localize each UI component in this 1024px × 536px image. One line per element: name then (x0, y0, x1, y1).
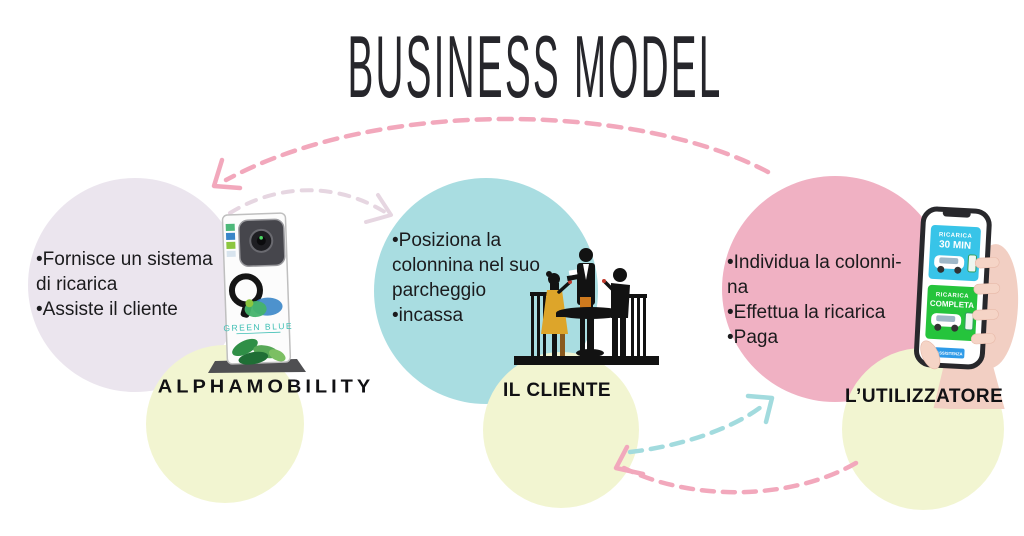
arrowhead-teal-icon (745, 393, 775, 425)
finger (974, 257, 1000, 269)
chair-right (629, 294, 647, 298)
label-l-utilizzatore: L’UTILIZZATORE (845, 386, 1004, 407)
card1-value: 30 MIN (939, 239, 972, 252)
station-leaves (232, 338, 258, 357)
phone-notch (942, 209, 971, 218)
phone-assist-button (934, 347, 965, 359)
phone-in-hand-illustration: RICARICA 30 MIN RICARICA COMPLETA ASSIST… (914, 206, 1019, 409)
arrowhead-mid-icon (364, 193, 393, 224)
arrow-cliente-to-utilizzatore (627, 400, 769, 455)
card2-value: COMPLETA (930, 299, 975, 310)
card2-column (964, 312, 974, 331)
alphamobility-bullets: •Fornisce un sistema di ricarica •Assist… (36, 249, 213, 321)
restaurant-illustration (514, 248, 659, 365)
station-brand-text: GREEN BLUE (223, 321, 293, 333)
card1-label: RICARICA (939, 232, 973, 240)
charging-station-illustration: GREEN BLUE (208, 212, 306, 373)
waiter-silhouette (579, 248, 593, 262)
thumb (920, 340, 941, 370)
arrowhead-left-icon (211, 157, 243, 191)
card2-label: RICARICA (936, 292, 970, 300)
utilizzatore-bullets: •Individua la colonni- na •Effettua la r… (727, 252, 902, 349)
table-item (580, 297, 591, 312)
label-alphamobility: ALPHAMOBILITY (157, 376, 375, 398)
chair-left (530, 292, 547, 296)
station-led (259, 236, 263, 240)
arrow-utilizzatore-to-alphamobility (223, 116, 771, 183)
man-silhouette (613, 268, 627, 282)
page-title: BUSINESS MODEL (347, 17, 723, 116)
woman-dress (541, 290, 568, 334)
assist-button-label: ASSISTENZA (936, 350, 963, 356)
circle-accent-mid (483, 352, 639, 508)
arrow-utilizzatore-to-cliente (621, 460, 859, 495)
station-sticker (225, 223, 235, 232)
label-il-cliente: IL CLIENTE (503, 380, 612, 401)
restaurant-floor (514, 356, 659, 365)
cliente-bullets: •Posiziona la colonnina nel suo parchegg… (392, 230, 540, 327)
